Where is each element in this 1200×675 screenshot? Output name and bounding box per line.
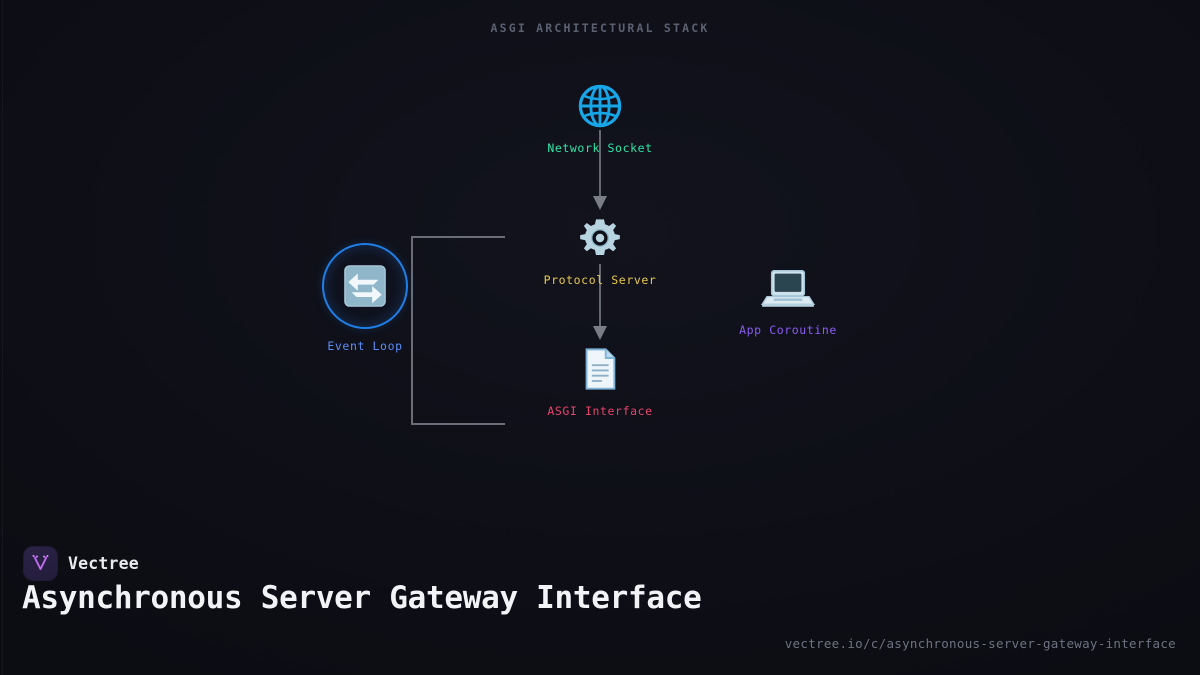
globe-icon [578,84,622,128]
node-label-network-socket: Network Socket [547,141,653,155]
diagram-title: ASGI ARCHITECTURAL STACK [490,21,710,35]
diagram-node-protocol-server[interactable]: Protocol Server [510,210,690,287]
diagram-node-asgi-interface[interactable]: ASGI Interface [510,341,690,418]
node-icon-container [572,341,628,397]
diagram-node-event-loop[interactable]: Event Loop [275,243,455,353]
node-icon-container [572,78,628,134]
brand-name: Vectree [68,554,139,573]
brand[interactable]: Vectree [24,547,139,580]
node-label-protocol-server: Protocol Server [543,273,657,287]
page-url: vectree.io/c/asynchronous-server-gateway… [784,636,1176,651]
diagram-node-app-coroutine[interactable]: App Coroutine [698,260,878,337]
gear-icon [580,219,620,255]
page-title: Asynchronous Server Gateway Interface [22,580,702,616]
laptop-icon [761,269,815,307]
diagram-node-network-socket[interactable]: Network Socket [510,78,690,155]
node-label-app-coroutine: App Coroutine [739,323,837,337]
node-icon-container [572,210,628,266]
document-icon [585,348,616,390]
node-icon-container [337,258,393,314]
footer: Vectree Asynchronous Server Gateway Inte… [0,520,1200,675]
event-loop-scope-bracket [411,236,505,425]
vectree-logo-icon [24,547,57,580]
node-icon-container [760,260,816,316]
vectree-glyph-icon [32,554,49,570]
node-label-event-loop: Event Loop [327,339,403,353]
node-label-asgi-interface: ASGI Interface [547,404,653,418]
loop-arrows-icon [344,265,386,307]
